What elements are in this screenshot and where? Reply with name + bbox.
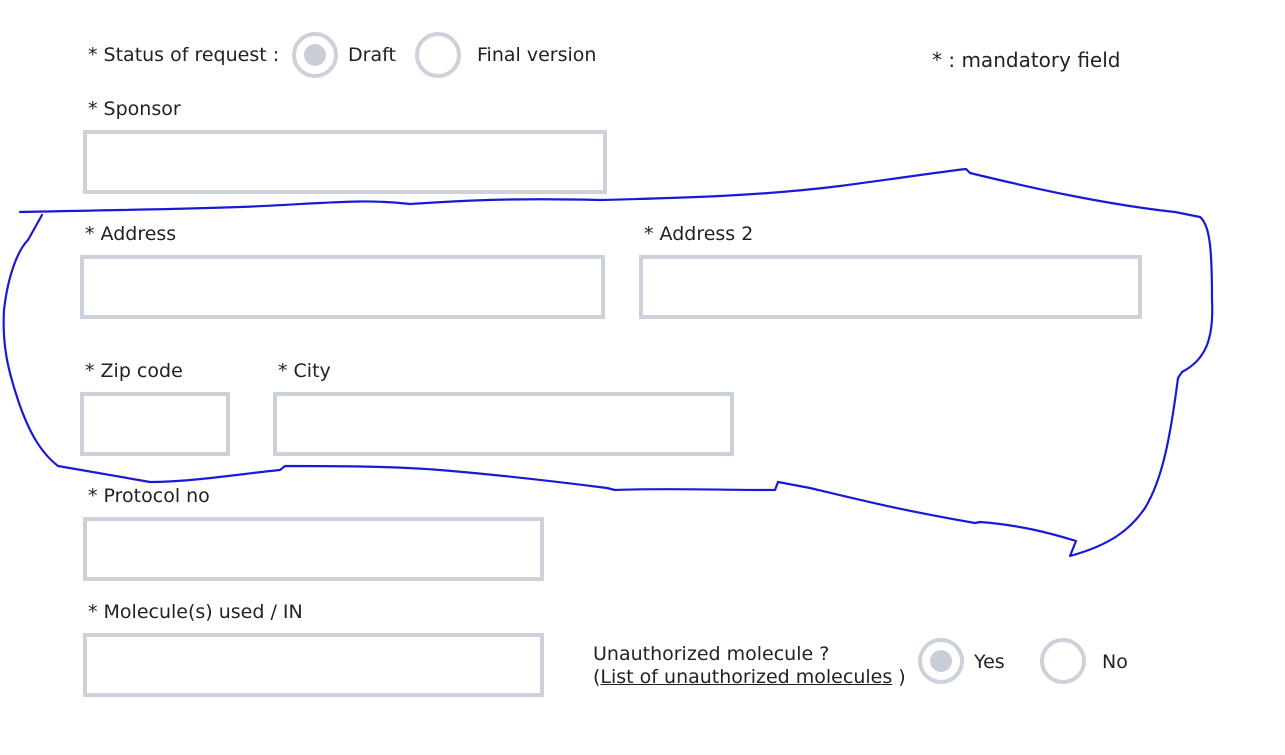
zip-code-input[interactable] — [80, 392, 230, 456]
address-label: * Address — [85, 223, 177, 245]
radio-yes[interactable] — [918, 638, 964, 684]
radio-final-version-label: Final version — [477, 44, 597, 66]
unauthorized-list-link[interactable]: List of unauthorized molecules — [600, 666, 893, 688]
radio-final-version[interactable] — [415, 32, 461, 78]
address2-label: * Address 2 — [644, 223, 754, 245]
protocol-no-label: * Protocol no — [88, 485, 210, 507]
city-label: * City — [278, 360, 331, 382]
address2-input[interactable] — [639, 255, 1142, 319]
mandatory-field-note: * : mandatory field — [932, 48, 1121, 72]
radio-draft-label: Draft — [348, 44, 396, 66]
radio-yes-label: Yes — [974, 651, 1005, 673]
zip-code-label: * Zip code — [85, 360, 183, 382]
protocol-no-input[interactable] — [83, 517, 544, 581]
molecule-label: * Molecule(s) used / IN — [88, 601, 303, 623]
radio-no[interactable] — [1040, 638, 1086, 684]
unauthorized-list-line: (List of unauthorized molecules ) — [593, 666, 906, 688]
radio-selected-dot — [304, 44, 326, 66]
city-input[interactable] — [273, 392, 734, 456]
molecule-input[interactable] — [83, 633, 544, 697]
status-label: * Status of request : — [88, 44, 280, 66]
unauthorized-question: Unauthorized molecule ? — [593, 643, 830, 665]
address-input[interactable] — [80, 255, 605, 319]
radio-no-label: No — [1102, 651, 1128, 673]
radio-draft[interactable] — [292, 32, 338, 78]
sponsor-label: * Sponsor — [88, 98, 181, 120]
radio-selected-dot — [930, 650, 952, 672]
sponsor-input[interactable] — [83, 130, 607, 194]
